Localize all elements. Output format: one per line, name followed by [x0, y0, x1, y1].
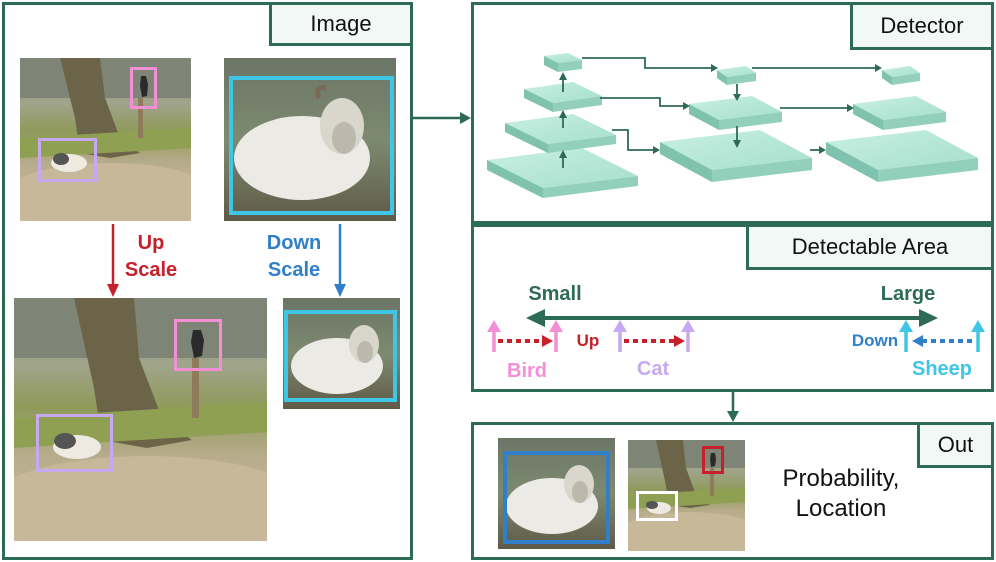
sheep-box-downscaled: [284, 310, 397, 402]
small-label: Small: [528, 283, 582, 305]
bird-icon: [140, 76, 148, 97]
sheep-photo-large: [224, 58, 396, 221]
scene-illustration: [20, 58, 191, 221]
up-scale-label-2: Scale: [124, 259, 178, 281]
sheep-photo-downscaled: [283, 298, 400, 409]
detector-panel-title: Detector: [850, 2, 994, 50]
cat-box-small: [38, 138, 97, 182]
bird-box-upscaled: [174, 319, 222, 371]
sheep-illustration-downscaled: [291, 325, 383, 394]
up-scale-label-1: Up: [137, 232, 165, 254]
out-sheep-box: [503, 451, 610, 544]
down-scale-label-1: Down: [266, 232, 322, 254]
up-label: Up: [576, 331, 600, 350]
output-line-2: Location: [795, 495, 887, 522]
image-panel-title: Image: [269, 2, 413, 46]
bird-icon-upscaled: [191, 330, 204, 358]
cat-label: Cat: [636, 358, 670, 380]
out-scene-illustration: [628, 440, 745, 551]
detectable-area-panel-title: Detectable Area: [746, 224, 994, 270]
out-sheep-photo: [498, 438, 615, 549]
cat-icon-upscaled: [53, 433, 101, 459]
bird-label: Bird: [507, 360, 547, 382]
scene-photo-small: [20, 58, 191, 221]
sheep-label: Sheep: [911, 358, 973, 380]
down-scale-label-2: Scale: [267, 259, 321, 281]
cat-box-upscaled: [36, 414, 113, 472]
out-bird-box: [702, 446, 724, 474]
out-cat-box: [636, 491, 678, 521]
out-bird-icon: [710, 453, 716, 467]
out-sheep-illustration: [506, 465, 598, 534]
large-label: Large: [880, 283, 936, 305]
out-cat-icon: [646, 501, 671, 514]
sheep-box-large: [229, 76, 394, 215]
cat-icon: [51, 153, 87, 172]
output-line-1: Probability,: [782, 465, 900, 492]
sheep-illustration: [234, 85, 370, 200]
bird-box-small: [130, 67, 157, 109]
out-panel-title: Out: [917, 422, 994, 468]
down-label: Down: [851, 331, 899, 350]
out-scene-photo: [628, 440, 745, 551]
